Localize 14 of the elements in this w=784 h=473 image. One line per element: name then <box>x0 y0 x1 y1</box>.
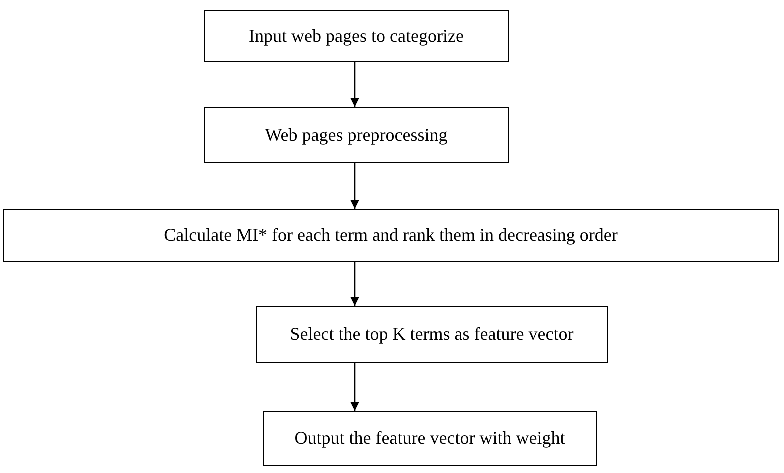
arrow <box>350 363 360 411</box>
process-box <box>3 209 779 262</box>
arrow <box>350 163 360 209</box>
step-text: Input web pages to categorize <box>249 24 464 48</box>
process-box <box>204 10 509 62</box>
arrow <box>350 262 360 306</box>
step-text: Calculate MI* for each term and rank them in decreasing order <box>164 224 618 247</box>
step-text: Output the feature vector with weight <box>294 427 566 450</box>
process-box <box>256 306 608 363</box>
step-text: Select the top K terms as feature vector <box>290 323 574 346</box>
process-box <box>204 107 509 163</box>
arrow <box>350 62 360 107</box>
step-text: Web pages preprocessing <box>265 124 448 147</box>
process-box <box>263 411 597 466</box>
